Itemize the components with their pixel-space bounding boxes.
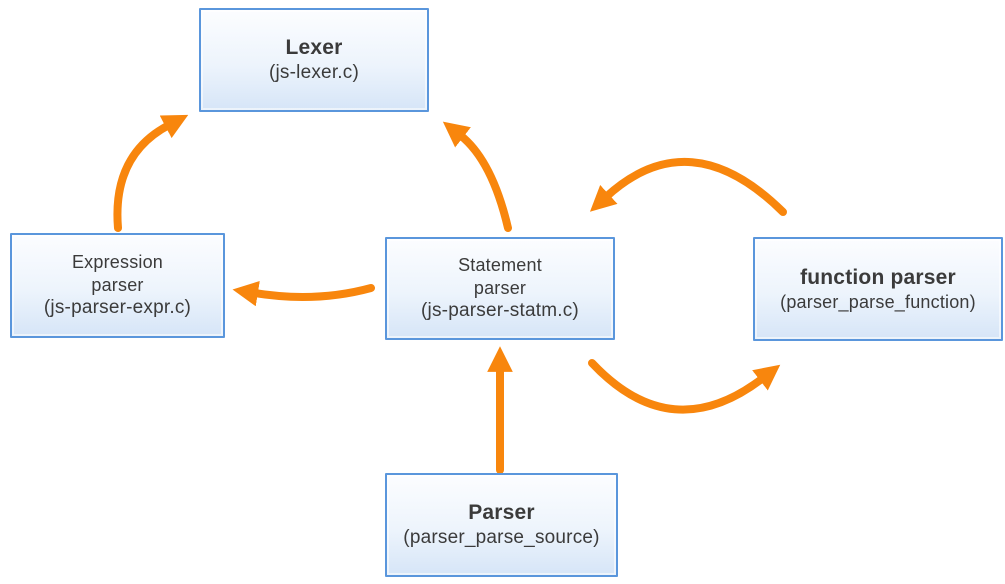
node-statement-parser-title: Statement parser [458,255,542,298]
node-expression-parser-title: Expression parser [71,252,164,295]
node-lexer: Lexer (js-lexer.c) [199,8,429,112]
edge-function-parser-to-statement-parser [589,157,787,216]
node-lexer-subtitle: (js-lexer.c) [268,62,359,84]
node-statement-parser-subtitle: (js-parser-statm.c) [421,300,579,322]
node-parser-subtitle: (parser_parse_source) [403,527,600,549]
node-parser-title: Parser [468,501,535,524]
edge-statement-parser-to-function-parser [588,359,781,414]
edge-statement-parser-to-lexer [442,121,512,232]
node-expression-parser: Expression parser (js-parser-expr.c) [10,233,225,338]
node-parser: Parser (parser_parse_source) [385,473,618,577]
edge-expression-parser-to-lexer [113,114,189,232]
node-statement-parser: Statement parser (js-parser-statm.c) [385,237,615,340]
node-lexer-title: Lexer [285,36,343,59]
node-function-parser-subtitle: (parser_parse_function) [780,291,976,312]
node-expression-parser-subtitle: (js-parser-expr.c) [43,297,192,319]
edge-statement-parser-to-expression-parser [232,280,375,307]
node-function-parser: function parser (parser_parse_function) [753,237,1003,341]
node-function-parser-title: function parser [800,265,956,289]
